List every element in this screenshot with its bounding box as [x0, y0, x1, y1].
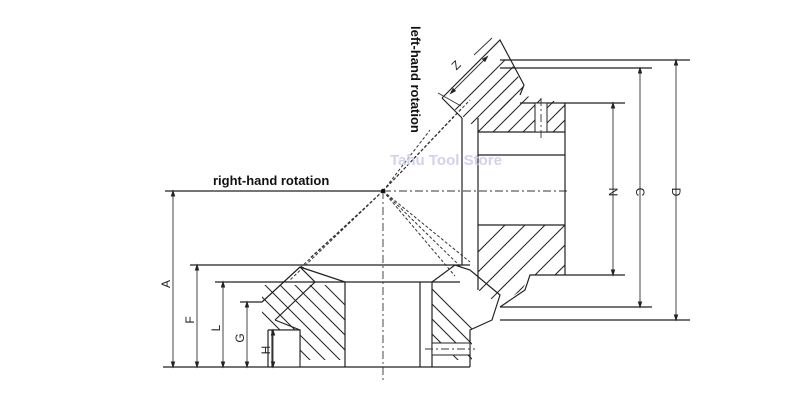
watermark: Tahu Tool Store	[390, 152, 502, 169]
dim-label-c: C	[633, 188, 647, 197]
bottom-gear-section	[261, 264, 501, 368]
dimension-arrows	[170, 37, 679, 369]
pitch-cone-lines	[289, 99, 471, 281]
dim-label-n: N	[606, 188, 620, 197]
top-gear-section	[441, 39, 566, 308]
dim-label-f: F	[183, 316, 197, 323]
dim-label-l: L	[209, 324, 223, 331]
right-hand-rotation-label: right-hand rotation	[213, 173, 329, 188]
reference-lines	[163, 59, 690, 380]
dimension-labels: A F L G H N C D Z	[159, 58, 683, 355]
dim-label-d: D	[669, 188, 683, 197]
dim-label-h: H	[259, 346, 273, 355]
dim-label-g: G	[233, 333, 247, 342]
dim-label-z: Z	[449, 58, 464, 73]
left-hand-rotation-label: left-hand rotation	[408, 26, 423, 133]
dim-label-a: A	[159, 280, 173, 288]
